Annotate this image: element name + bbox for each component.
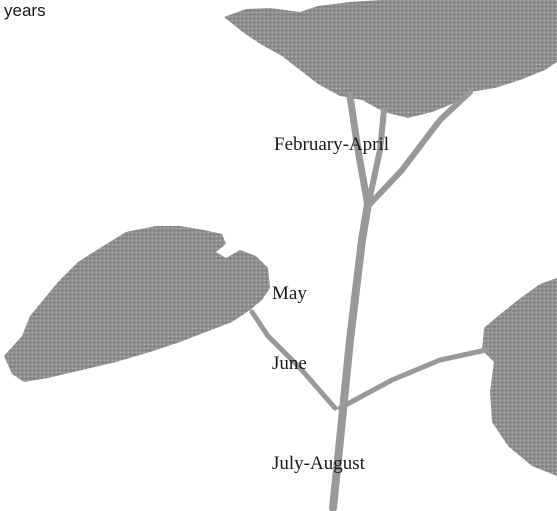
label-may: May xyxy=(272,283,307,304)
top-leaf xyxy=(224,0,557,118)
label-july-august: July-August xyxy=(272,453,366,474)
header-text: years xyxy=(4,1,46,20)
label-february-april: February-April xyxy=(274,134,389,155)
right-leaf xyxy=(482,278,557,476)
left-leaf xyxy=(4,226,270,382)
label-june: June xyxy=(272,353,307,374)
